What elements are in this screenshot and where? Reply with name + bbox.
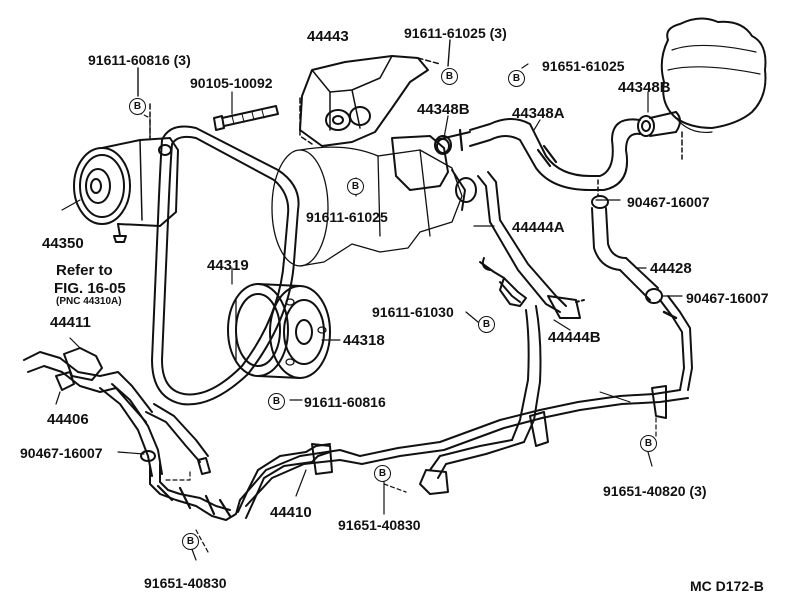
bolt-marker: B — [441, 68, 458, 85]
part-label: 44348B — [417, 101, 470, 118]
bolt-marker: B — [508, 70, 525, 87]
pump-bracket — [299, 55, 441, 147]
drive-belt — [151, 125, 300, 406]
part-label: 91651-40830 — [144, 575, 227, 591]
part-label: 91651-61025 — [542, 58, 625, 74]
part-label: 91611-60816 (3) — [88, 52, 191, 68]
part-label: 91651-40820 (3) — [603, 483, 707, 499]
left-hoses — [23, 347, 241, 521]
leader-lines — [55, 39, 683, 561]
part-label: 44406 — [47, 411, 89, 428]
part-label: 90467-16007 — [20, 445, 103, 461]
bolt-marker: B — [268, 393, 285, 410]
part-label: 44318 — [343, 332, 385, 349]
reference-note-line2: FIG. 16-05 — [54, 280, 126, 297]
part-label: 90467-16007 — [627, 194, 710, 210]
part-label: 44350 — [42, 235, 84, 252]
part-label: 91611-61025 (3) — [404, 25, 507, 41]
suction-hose — [436, 111, 681, 191]
pressure-tube — [477, 171, 585, 443]
bolt-marker: B — [478, 316, 495, 333]
part-label: 91611-61030 — [372, 304, 454, 320]
bolt-marker: B — [374, 465, 391, 482]
bolt-marker: B — [640, 435, 657, 452]
reference-note-line3: (PNC 44310A) — [56, 296, 122, 307]
part-label: 91651-40830 — [338, 517, 421, 533]
part-label: 90467-16007 — [686, 290, 769, 306]
bolt — [213, 105, 279, 131]
reservoir-tank — [660, 17, 767, 149]
part-label: 90105-10092 — [190, 75, 273, 91]
part-label: 44348A — [512, 105, 565, 122]
part-label: 44410 — [270, 504, 312, 521]
bolt-marker: B — [182, 533, 199, 550]
pressure-tube-lower — [237, 439, 525, 519]
bolt-marker: B — [129, 98, 146, 115]
part-label: 44444A — [512, 219, 565, 236]
part-label: 44319 — [207, 257, 249, 274]
part-label: 44443 — [307, 28, 349, 45]
pump-pulley — [73, 103, 179, 243]
return-hose — [591, 147, 693, 391]
part-label: 44411 — [50, 314, 91, 331]
engine-housing — [271, 146, 477, 267]
bolt-marker: B — [347, 178, 364, 195]
part-label: 91611-61025 — [306, 209, 388, 225]
diagram-code: MC D172-B — [690, 578, 764, 594]
reference-note-line1: Refer to — [56, 262, 113, 279]
part-label: 91611-60816 — [304, 394, 386, 410]
part-label: 44348B — [618, 79, 671, 96]
part-label: 44428 — [650, 260, 692, 277]
crank-pulley — [227, 283, 331, 379]
part-label: 44444B — [548, 329, 601, 346]
